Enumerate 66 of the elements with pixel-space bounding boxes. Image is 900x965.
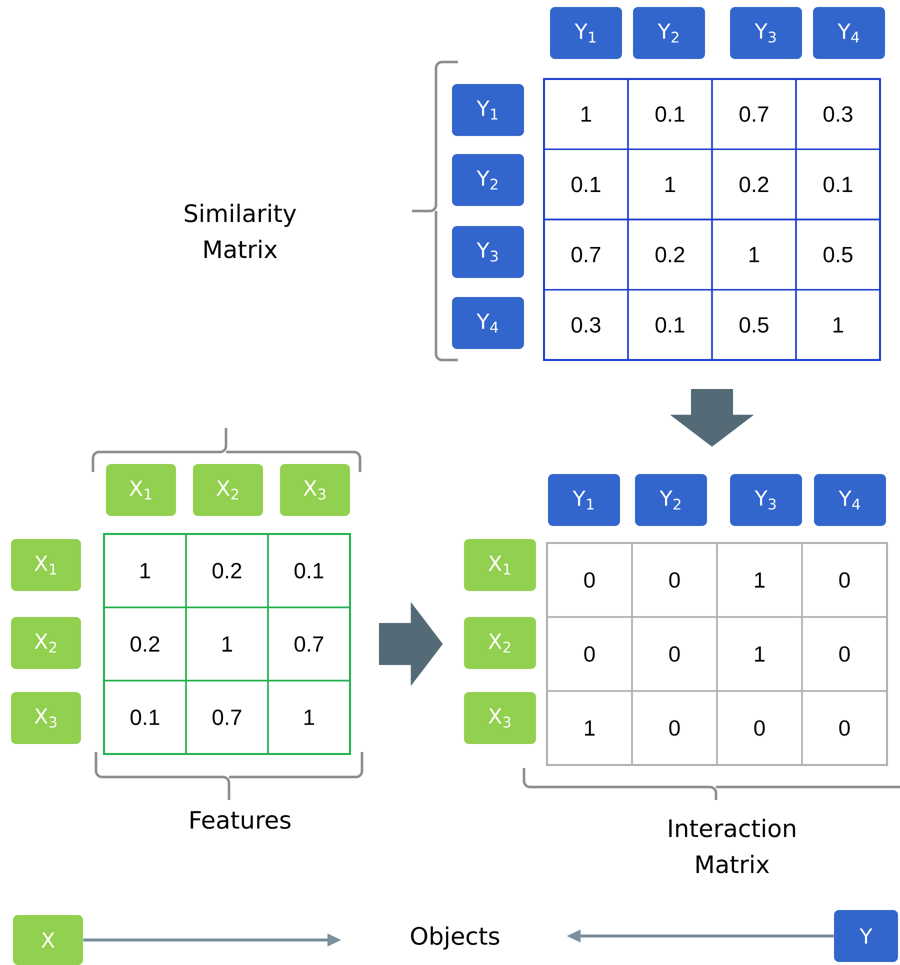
matrix-caption: Features	[190, 811, 290, 829]
matrix-cell: 1	[185, 606, 269, 682]
matrix-cell: 0	[801, 616, 888, 692]
matrix-cell: 0.2	[103, 606, 187, 682]
label-box: Y$_{3}$	[452, 226, 524, 278]
arrow	[670, 389, 754, 447]
label-box: X	[13, 915, 83, 965]
matrix-cell: 0.1	[795, 148, 881, 220]
matrix-cell: 0	[631, 690, 718, 766]
label-box: X$_{2}$	[464, 617, 536, 669]
label-box: X$_{2}$	[193, 464, 263, 516]
matrix-cell: 0.2	[627, 218, 713, 290]
label-box: Y$_{2}$	[635, 474, 707, 526]
label-box: X$_{3}$	[280, 464, 350, 516]
matrix-cell: 0.1	[627, 289, 713, 361]
label-box: Y$_{3}$	[730, 7, 802, 59]
matrix-cell: 1	[716, 542, 803, 618]
matrix-cell: 0.5	[795, 218, 881, 290]
matrix-cell: 1	[795, 289, 881, 361]
matrix-cell: 1	[546, 690, 633, 766]
matrix-cell: 0	[801, 542, 888, 618]
matrix-cell: 0.2	[711, 148, 797, 220]
matrix-cell: 1	[103, 533, 187, 608]
matrix-cell: 0.7	[267, 606, 351, 682]
node-text: Objects	[411, 926, 500, 950]
matrix-caption: Interaction Matrix	[669, 818, 796, 874]
matrix-cell: 1	[543, 78, 629, 150]
matrix-cell: 1	[267, 680, 351, 755]
label-box: Y$_{1}$	[550, 7, 622, 59]
label-box: Y$_{1}$	[452, 84, 524, 136]
matrix-cell: 0.3	[795, 78, 881, 150]
matrix-cell: 0.1	[267, 533, 351, 608]
matrix-cell: 0.3	[543, 289, 629, 361]
matrix-cell: 0.1	[543, 148, 629, 220]
matrix-cell: 1	[711, 218, 797, 290]
matrix-cell: 0	[631, 542, 718, 618]
label-box: Y	[834, 910, 898, 962]
label-box: Y$_{4}$	[814, 474, 886, 526]
label-box: Y$_{4}$	[452, 297, 524, 349]
label-box: Y$_{2}$	[452, 154, 524, 206]
matrix-cell: 1	[627, 148, 713, 220]
label-box: X$_{2}$	[11, 617, 81, 669]
matrix-cell: 0.7	[185, 680, 269, 755]
label-box: Y$_{2}$	[633, 7, 705, 59]
matrix-cell: 0.7	[543, 218, 629, 290]
matrix-cell: 0.1	[627, 78, 713, 150]
matrix-cell: 0	[801, 690, 888, 766]
matrix-cell: 0.5	[711, 289, 797, 361]
matrix-cell: 0	[546, 616, 633, 692]
matrix-cell: 1	[716, 616, 803, 692]
matrix-cell: 0	[716, 690, 803, 766]
matrix-cell: 0.1	[103, 680, 187, 755]
label-box: X$_{3}$	[11, 692, 81, 744]
matrix-cell: 0	[631, 616, 718, 692]
label-box: Y$_{3}$	[730, 474, 802, 526]
matrix-cell: 0	[546, 542, 633, 618]
label-box: X$_{1}$	[464, 539, 536, 591]
label-box: Y$_{4}$	[813, 7, 885, 59]
matrix-cell: 0.2	[185, 533, 269, 608]
matrix-cell: 0.7	[711, 78, 797, 150]
label-box: Y$_{1}$	[548, 474, 620, 526]
arrow	[379, 602, 443, 686]
label-box: X$_{1}$	[106, 464, 176, 516]
label-box: X$_{3}$	[464, 692, 536, 744]
matrix-caption: Similarity Matrix	[184, 204, 296, 258]
label-box: X$_{1}$	[11, 539, 81, 591]
